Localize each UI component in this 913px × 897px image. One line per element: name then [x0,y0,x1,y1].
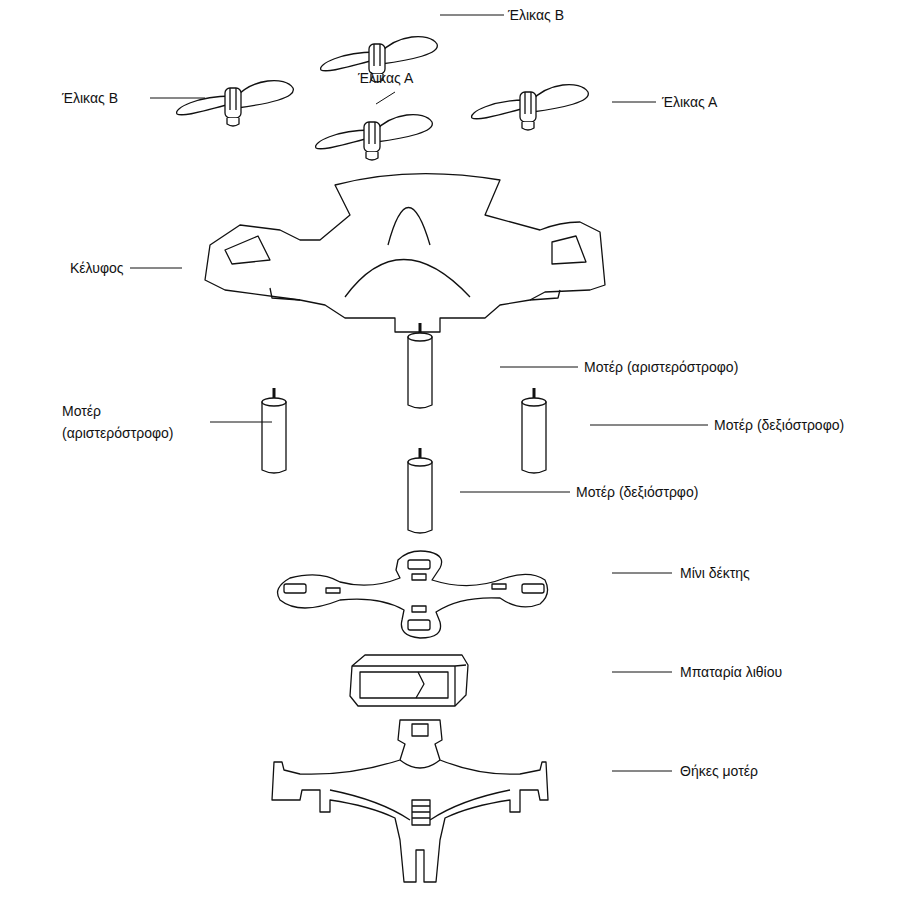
part-label: Μοτέρ (δεξιόστροφο) [714,416,844,434]
part-label: Μοτέρ (αριστερόστροφο) [584,358,738,376]
motor [408,448,432,533]
motor [522,388,546,473]
shell [205,174,605,332]
part-label: Μίνι δέκτης [680,564,750,582]
motor [262,388,286,473]
part-label: Θήκες μοτέρ [680,762,758,780]
motor [408,323,432,408]
propeller [177,81,294,126]
propeller [472,85,589,130]
motor-housings [272,720,548,882]
part-label: Μοτέρ (δεξιόστρφο) [576,483,698,501]
part-label: Έλικας Α [358,69,413,87]
part-label: Έλικας Β [62,89,118,107]
part-label: Μοτέρ (αριστερόστροφο) [62,400,192,444]
battery [350,655,468,706]
propeller [316,115,433,160]
leader-lines [130,15,708,771]
part-label: Κέλυφος [70,259,124,277]
part-label: Έλικας Α [662,93,717,111]
receiver-board [278,551,548,638]
part-label: Έλικας Β [508,6,564,24]
part-label: Μπαταρία λιθίου [680,663,782,681]
